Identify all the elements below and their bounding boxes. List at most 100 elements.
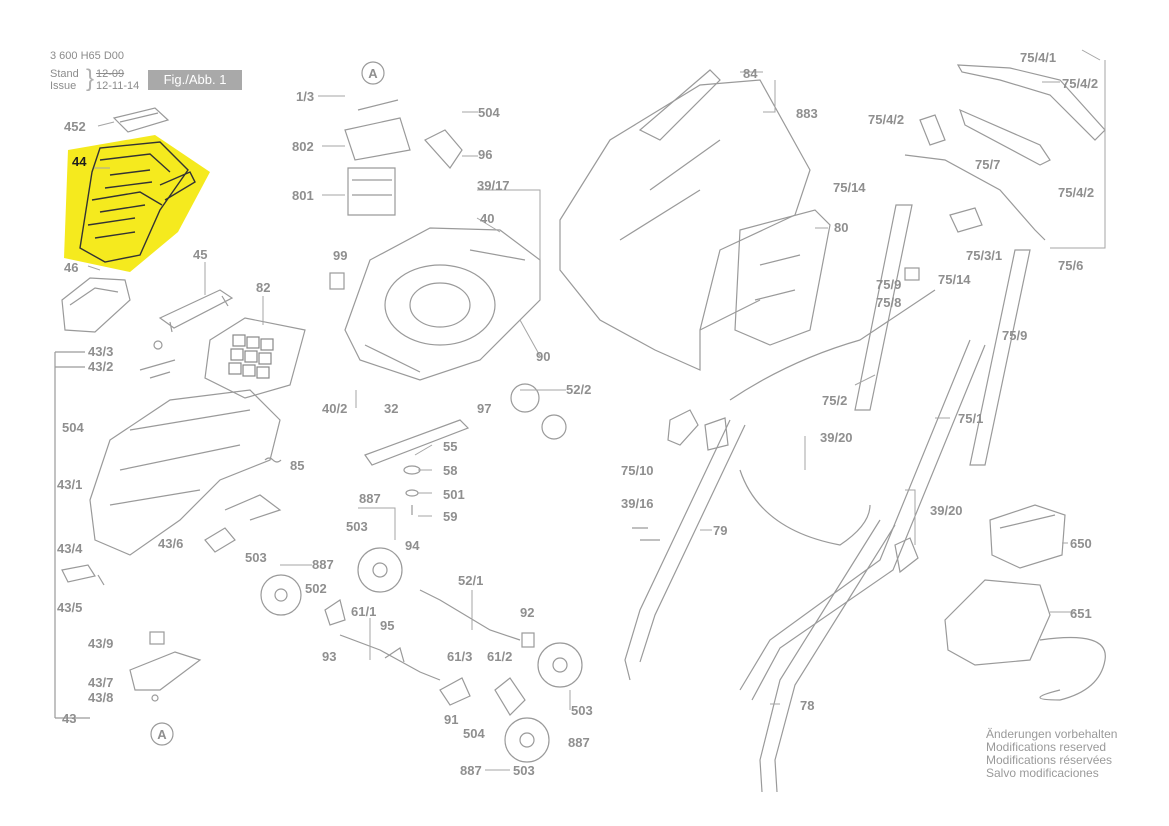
callout-802: 802 <box>292 139 314 154</box>
callout-887-c: 887 <box>568 735 590 750</box>
callout-75-4-2-a: 75/4/2 <box>1062 76 1098 91</box>
callout-452: 452 <box>64 119 86 134</box>
tube-75-9-left <box>854 204 913 411</box>
cover-46-drawing <box>61 277 131 333</box>
callout-801: 801 <box>292 188 314 203</box>
callout-61-3: 61/3 <box>447 649 472 664</box>
new-date: 12-11-14 <box>96 80 140 92</box>
bin-80-drawing <box>734 209 831 346</box>
callout-75-14-a: 75/14 <box>833 180 866 195</box>
callout-75-4-2-c: 75/4/2 <box>1058 185 1094 200</box>
callout-504-b: 504 <box>463 726 485 741</box>
housing-43-drawing <box>89 389 281 556</box>
module-802-drawing <box>344 99 411 161</box>
callout-52-1: 52/1 <box>458 573 483 588</box>
callout-80: 80 <box>834 220 848 235</box>
cable-75-2-drawing <box>729 289 936 401</box>
callout-92: 92 <box>520 605 534 620</box>
callout-55: 55 <box>443 439 457 454</box>
note-es: Salvo modificaciones <box>986 766 1099 780</box>
callout-84: 84 <box>743 66 758 81</box>
cover-44-drawing <box>79 141 196 263</box>
tube-75-9-right <box>969 249 1031 466</box>
callout-887-b: 887 <box>312 557 334 572</box>
tube-75-1-drawing <box>739 339 971 691</box>
callout-44-highlighted: 44 <box>72 154 87 169</box>
brace-icon: } <box>86 65 95 92</box>
wheel-drawings <box>260 383 583 763</box>
callout-59: 59 <box>443 509 457 524</box>
note-en: Modifications reserved <box>986 740 1107 754</box>
callout-503-d: 503 <box>513 763 535 778</box>
callout-75-4-2-b: 75/4/2 <box>868 112 904 127</box>
callout-78: 78 <box>800 698 814 713</box>
callout-43-8: 43/8 <box>88 690 113 705</box>
marker-a-top: A <box>361 61 385 85</box>
callout-45: 45 <box>193 247 207 262</box>
charger-651-drawing <box>944 579 1051 666</box>
svg-text:A: A <box>368 66 378 81</box>
callout-85: 85 <box>290 458 304 473</box>
stand-label: Stand <box>50 68 79 80</box>
callout-503-a: 503 <box>346 519 368 534</box>
callout-503-c: 503 <box>571 703 593 718</box>
callout-1-3: 1/3 <box>296 89 314 104</box>
callout-91: 91 <box>444 712 458 727</box>
callout-39-20-b: 39/20 <box>930 503 963 518</box>
callout-75-8: 75/8 <box>876 295 901 310</box>
footer-note: Änderungen vorbehalten Modifications res… <box>986 728 1117 780</box>
callout-39-20-a: 39/20 <box>820 430 853 445</box>
callout-43-7: 43/7 <box>88 675 113 690</box>
callout-52-2: 52/2 <box>566 382 591 397</box>
callout-93: 93 <box>322 649 336 664</box>
callout-75-9-b: 75/9 <box>1002 328 1027 343</box>
handle-45-drawing <box>158 289 234 333</box>
issue-label: Issue <box>50 80 77 92</box>
callout-43-3: 43/3 <box>88 344 113 359</box>
callout-61-1: 61/1 <box>351 604 376 619</box>
callout-43-9: 43/9 <box>88 636 113 651</box>
callout-75-14-b: 75/14 <box>938 272 971 287</box>
panel-82-grid <box>228 334 274 379</box>
callout-504-a: 504 <box>478 105 500 120</box>
callout-503-b: 503 <box>245 550 267 565</box>
note-fr: Modifications réservées <box>986 753 1113 767</box>
callout-43-2: 43/2 <box>88 359 113 374</box>
callout-61-2: 61/2 <box>487 649 512 664</box>
callout-94: 94 <box>405 538 420 553</box>
blade-55-drawing <box>364 419 470 466</box>
bracket-43-group <box>54 351 90 719</box>
battery-650-drawing <box>989 504 1066 569</box>
axle-52-1-drawing <box>419 589 521 641</box>
motor-801-drawing <box>347 167 396 216</box>
callout-79: 79 <box>713 523 727 538</box>
callout-650: 650 <box>1070 536 1092 551</box>
callout-501: 501 <box>443 487 465 502</box>
callout-95: 95 <box>380 618 394 633</box>
callout-96: 96 <box>478 147 492 162</box>
label-452-drawing <box>112 107 170 133</box>
callout-58: 58 <box>443 463 457 478</box>
callout-90: 90 <box>536 349 550 364</box>
callout-43-4: 43/4 <box>57 541 83 556</box>
callout-43-1: 43/1 <box>57 477 82 492</box>
figure-tag: Fig./Abb. 1 <box>148 70 242 90</box>
callout-75-2: 75/2 <box>822 393 847 408</box>
callout-504-c: 504 <box>62 420 84 435</box>
callout-75-6: 75/6 <box>1058 258 1083 273</box>
callout-887-a: 887 <box>359 491 381 506</box>
callout-43-5: 43/5 <box>57 600 82 615</box>
svg-text:A: A <box>157 727 167 742</box>
bar-79-drawing <box>624 419 731 681</box>
callout-75-4-1: 75/4/1 <box>1020 50 1056 65</box>
callout-43: 43 <box>62 711 76 726</box>
callout-39-16: 39/16 <box>621 496 654 511</box>
callout-502: 502 <box>305 581 327 596</box>
callout-75-9-a: 75/9 <box>876 277 901 292</box>
deck-40-drawing <box>344 227 541 381</box>
callout-651: 651 <box>1070 606 1092 621</box>
marker-a-bottom: A <box>150 722 174 746</box>
callout-883: 883 <box>796 106 818 121</box>
callout-32: 32 <box>384 401 398 416</box>
